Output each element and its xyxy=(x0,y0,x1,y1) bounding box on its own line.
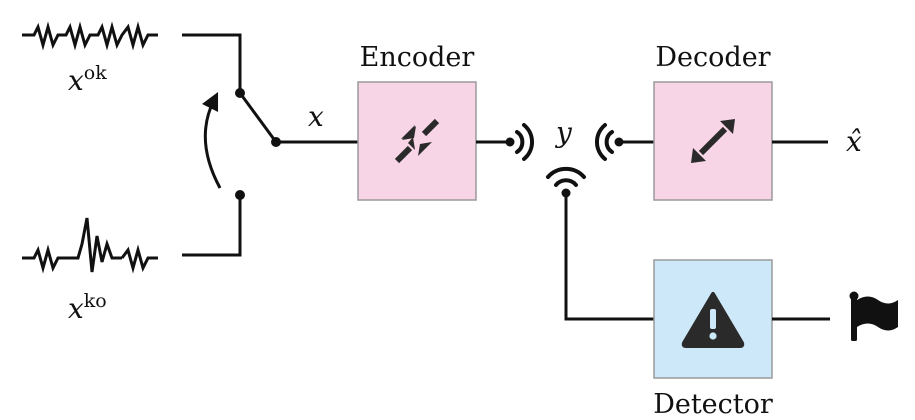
anomalous-signal-label: xko xyxy=(68,290,107,325)
encoder-label: Encoder xyxy=(360,42,475,73)
normal-input-wire xyxy=(182,33,242,93)
normal-signal-label: xok xyxy=(68,62,107,97)
anomalous-input-wire xyxy=(182,195,242,257)
flag-icon xyxy=(849,291,898,341)
switch-bottom-contact xyxy=(235,190,245,200)
compress-arrows-icon xyxy=(394,118,440,164)
channel-to-detector-wire xyxy=(564,193,654,321)
transmit-signal-icon xyxy=(505,123,535,161)
anomalous-signal-waveform-spike xyxy=(66,217,122,273)
decoder-box xyxy=(653,81,773,201)
expand-arrows-icon xyxy=(691,119,735,163)
channel-label: y xyxy=(554,116,573,149)
detector-label: Detector xyxy=(653,389,773,420)
switch-toggle-arrow xyxy=(201,91,222,189)
warning-triangle-icon xyxy=(681,292,745,348)
anomalous-signal-waveform-right xyxy=(120,244,158,274)
reconstruction-label: x̂ xyxy=(846,125,862,158)
anomalous-signal-waveform-left xyxy=(22,244,66,274)
switch-lever xyxy=(238,92,278,143)
normal-signal-waveform xyxy=(22,21,158,51)
encoder-box xyxy=(357,81,477,201)
switch-output-label: x xyxy=(308,100,324,133)
decoder-label: Decoder xyxy=(655,42,770,73)
